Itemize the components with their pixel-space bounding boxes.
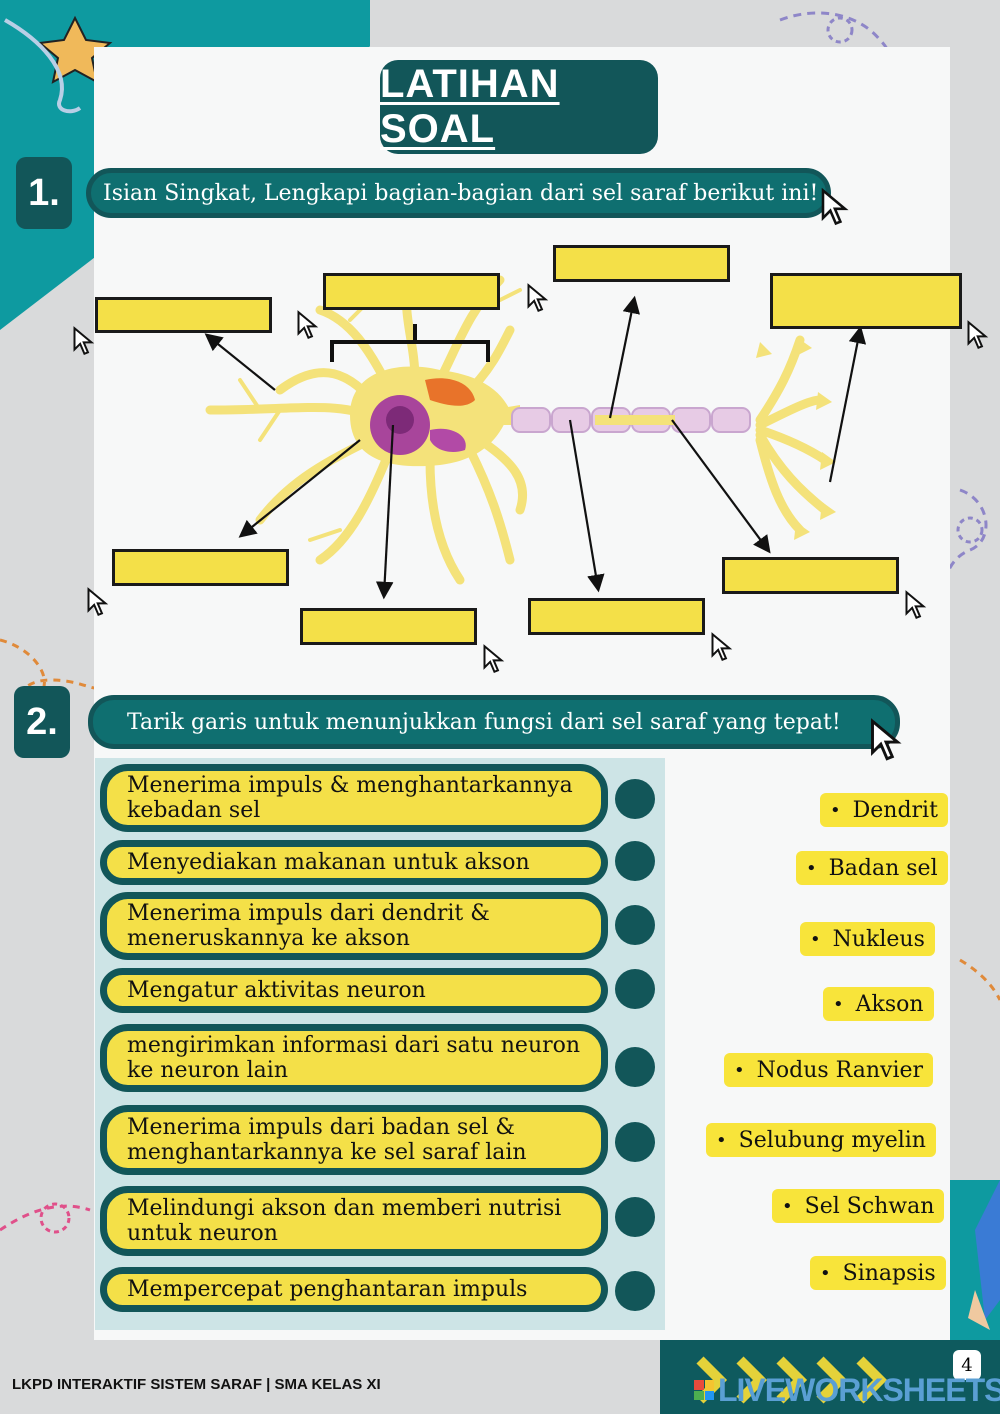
match-dot-8[interactable] bbox=[615, 1271, 655, 1311]
statement-3: Menerima impuls dari dendrit & meneruska… bbox=[100, 892, 608, 960]
statement-4: Mengatur aktivitas neuron bbox=[100, 968, 608, 1013]
page-title: LATIHAN SOAL bbox=[380, 62, 560, 151]
pointer-cursor-icon bbox=[711, 632, 733, 662]
pointer-cursor-icon bbox=[297, 310, 319, 340]
term-dendrit[interactable]: Dendrit bbox=[820, 793, 948, 827]
answer-box-selubung-myelin[interactable] bbox=[528, 598, 705, 635]
match-dot-4[interactable] bbox=[615, 969, 655, 1009]
question-2-instruction: Tarik garis untuk menunjukkan fungsi dar… bbox=[127, 709, 841, 735]
answer-box-sinapsis[interactable] bbox=[770, 273, 962, 329]
match-dot-5[interactable] bbox=[615, 1047, 655, 1087]
term-nodus-ranvier[interactable]: Nodus Ranvier bbox=[724, 1053, 934, 1087]
title-banner: LATIHAN SOAL bbox=[380, 60, 658, 154]
statement-7: Melindungi akson dan memberi nutrisi unt… bbox=[100, 1186, 608, 1256]
pointer-cursor-icon bbox=[527, 283, 549, 313]
answer-box-badan-sel[interactable] bbox=[323, 273, 500, 310]
match-dot-7[interactable] bbox=[615, 1197, 655, 1237]
page-number: 4 bbox=[953, 1350, 981, 1380]
term-selubung-myelin[interactable]: Selubung myelin bbox=[706, 1123, 936, 1157]
answer-box-organel[interactable] bbox=[300, 608, 477, 645]
match-dot-3[interactable] bbox=[615, 905, 655, 945]
term-akson[interactable]: Akson bbox=[823, 987, 934, 1021]
term-sinapsis[interactable]: Sinapsis bbox=[810, 1256, 946, 1290]
term-nukleus[interactable]: Nukleus bbox=[800, 922, 935, 956]
question-2-number: 2. bbox=[14, 686, 70, 758]
statement-6: Menerima impuls dari badan sel & menghan… bbox=[100, 1105, 608, 1175]
question-1-instruction: Isian Singkat, Lengkapi bagian-bagian da… bbox=[103, 180, 819, 206]
statement-1: Menerima impuls & menghantarkannya kebad… bbox=[100, 764, 608, 832]
match-dot-1[interactable] bbox=[615, 779, 655, 819]
answer-box-dendrit[interactable] bbox=[95, 297, 272, 333]
statement-8: Mempercepat penghantaran impuls bbox=[100, 1267, 608, 1312]
statement-2: Menyediakan makanan untuk akson bbox=[100, 840, 608, 885]
pointer-cursor-icon bbox=[483, 644, 505, 674]
pointer-cursor-icon bbox=[967, 320, 989, 350]
pointer-cursor-icon bbox=[905, 590, 927, 620]
term-sel-schwan[interactable]: Sel Schwan bbox=[772, 1189, 945, 1223]
answer-box-nukleus[interactable] bbox=[112, 549, 289, 586]
pointer-cursor-icon bbox=[821, 187, 849, 226]
match-dot-2[interactable] bbox=[615, 841, 655, 881]
question-2-instruction-bar: Tarik garis untuk menunjukkan fungsi dar… bbox=[88, 695, 900, 749]
watermark: LIVEWORKSHEETS bbox=[718, 1372, 1000, 1408]
question-1-number: 1. bbox=[16, 157, 72, 229]
term-badan-sel[interactable]: Badan sel bbox=[796, 851, 948, 885]
pointer-cursor-icon bbox=[73, 326, 95, 356]
answer-box-akson[interactable] bbox=[722, 557, 899, 594]
question-1-instruction-bar: Isian Singkat, Lengkapi bagian-bagian da… bbox=[86, 168, 831, 218]
statement-5: mengirimkan informasi dari satu neuron k… bbox=[100, 1024, 608, 1092]
footer-text: LKPD INTERAKTIF SISTEM SARAF | SMA KELAS… bbox=[12, 1376, 381, 1393]
pointer-cursor-icon bbox=[87, 587, 109, 617]
match-dot-6[interactable] bbox=[615, 1122, 655, 1162]
pointer-cursor-icon bbox=[871, 718, 902, 761]
answer-box-nodus-ranvier[interactable] bbox=[553, 245, 730, 282]
liveworksheets-logo-icon bbox=[694, 1380, 714, 1400]
